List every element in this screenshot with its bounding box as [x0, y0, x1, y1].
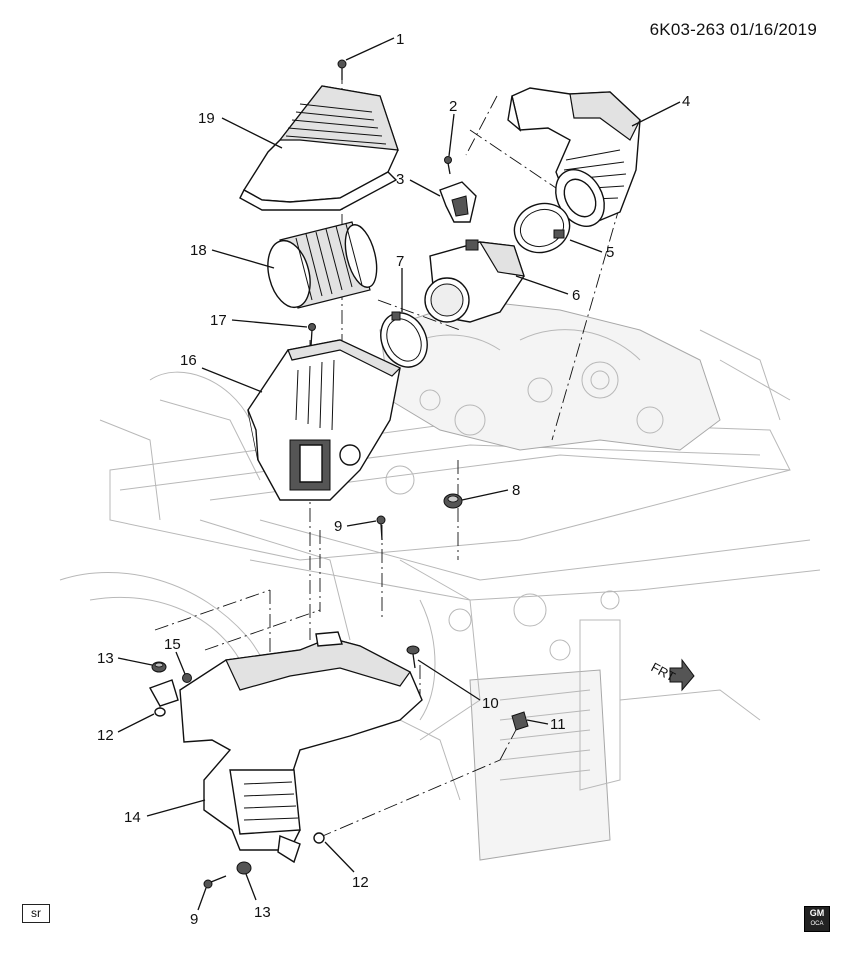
- callout-16: 16: [180, 352, 197, 369]
- air-cleaner-cover[interactable]: [239, 85, 399, 211]
- front-direction-indicator: FRT: [649, 658, 695, 692]
- engine-bay-background: [59, 299, 821, 861]
- callout-5: 5: [606, 244, 614, 261]
- callout-4: 4: [682, 93, 690, 110]
- screw-17[interactable]: [308, 323, 316, 347]
- callout-15: 15: [164, 636, 181, 653]
- grommet-8[interactable]: [443, 493, 463, 509]
- gm-logo: GM OCA: [804, 906, 830, 932]
- gm-logo-text: GM: [809, 908, 825, 918]
- callout-19: 19: [198, 110, 215, 127]
- callout-8: 8: [512, 482, 520, 499]
- callout-10: 10: [482, 695, 499, 712]
- callout-leader-lines: [117, 37, 681, 911]
- callout-18: 18: [190, 242, 207, 259]
- bolt-1[interactable]: [337, 59, 347, 80]
- clamp-5[interactable]: [507, 196, 576, 260]
- callout-6: 6: [572, 287, 580, 304]
- bolt-9-upper[interactable]: [376, 515, 386, 541]
- callout-1: 1: [396, 31, 404, 48]
- mass-airflow-sensor[interactable]: [439, 181, 477, 223]
- callout-11: 11: [550, 716, 566, 733]
- clip-11[interactable]: [511, 711, 529, 731]
- diagram-code-date: 6K03-263 01/16/2019: [649, 20, 817, 39]
- gm-logo-subtext: OCA: [810, 921, 824, 927]
- callout-9-upper: 9: [334, 518, 342, 535]
- insulator-12-upper[interactable]: [154, 707, 166, 717]
- grommet-13-lower[interactable]: [236, 861, 252, 875]
- callout-7: 7: [396, 253, 404, 270]
- callout-9-lower: 9: [190, 911, 198, 928]
- callout-14: 14: [124, 809, 141, 826]
- front-arrow-icon: [669, 658, 695, 692]
- screw-2[interactable]: [444, 156, 452, 175]
- air-inlet-duct[interactable]: [179, 631, 423, 864]
- air-cleaner-outlet-duct[interactable]: [507, 87, 641, 235]
- grommet-13-upper[interactable]: [151, 661, 167, 673]
- callout-numbers: 1 2 3 4 5 6 7 8 9 10 11 12 12 13 13 14 1…: [97, 31, 690, 928]
- insulator-12-lower[interactable]: [313, 832, 325, 844]
- callout-12-upper: 12: [97, 727, 114, 744]
- air-filter-element[interactable]: [261, 221, 382, 312]
- callout-17: 17: [210, 312, 227, 329]
- callout-12-lower: 12: [352, 874, 369, 891]
- callout-3: 3: [396, 171, 404, 188]
- callout-2: 2: [449, 98, 457, 115]
- duct-mounting-bracket: [148, 679, 179, 707]
- air-cleaner-housing[interactable]: [247, 339, 402, 501]
- sr-label-box: sr: [22, 904, 50, 923]
- callout-13-lower: 13: [254, 904, 271, 921]
- nut-15[interactable]: [182, 673, 192, 683]
- callout-13-upper: 13: [97, 650, 114, 667]
- push-pin-10[interactable]: [406, 645, 420, 669]
- intake-adapter[interactable]: [424, 239, 525, 323]
- bolt-9-lower[interactable]: [203, 875, 227, 889]
- clamp-7[interactable]: [372, 305, 436, 374]
